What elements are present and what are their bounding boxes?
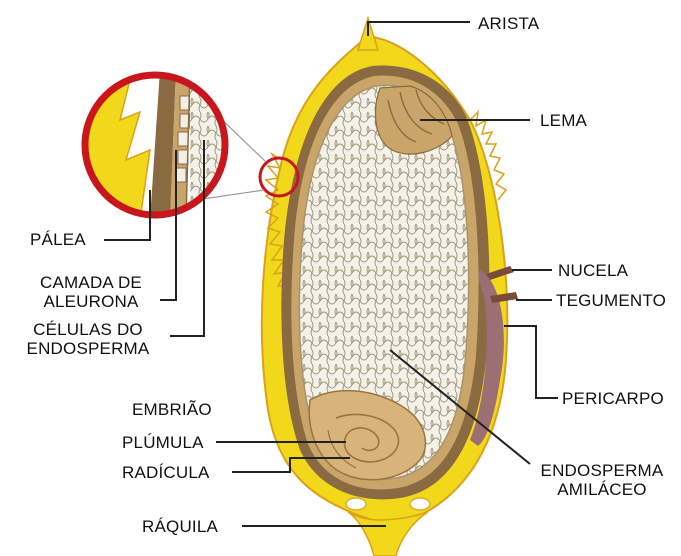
label-endosperm-cells-line1: CÉLULAS DO <box>14 320 162 339</box>
label-endosperm-cells-line2: ENDOSPERMA <box>14 339 162 358</box>
label-starchy-endosperm-line2: AMILÁCEO <box>532 480 672 499</box>
label-aleurone-line2: ALEURONA <box>26 292 156 311</box>
label-starchy-endosperm-line1: ENDOSPERMA <box>532 461 672 480</box>
label-endosperm-cells: CÉLULAS DO ENDOSPERMA <box>14 320 162 358</box>
label-plumula: PLÚMULA <box>122 433 204 452</box>
label-pericarpo: PERICARPO <box>562 389 664 408</box>
label-raquila: RÁQUILA <box>142 517 218 536</box>
label-aleurone-line1: CAMADA DE <box>26 273 156 292</box>
label-tegumento: TEGUMENTO <box>556 291 666 310</box>
label-lema: LEMA <box>540 111 587 130</box>
label-nucela: NUCELA <box>558 261 628 280</box>
label-arista: ARISTA <box>478 14 539 33</box>
label-palea: PÁLEA <box>30 230 86 249</box>
label-starchy-endosperm: ENDOSPERMA AMILÁCEO <box>532 461 672 499</box>
label-aleurone-layer: CAMADA DE ALEURONA <box>26 273 156 311</box>
label-radicula: RADÍCULA <box>122 463 210 482</box>
label-embriao: EMBRIÃO <box>132 400 212 419</box>
magnified-detail <box>80 70 230 220</box>
